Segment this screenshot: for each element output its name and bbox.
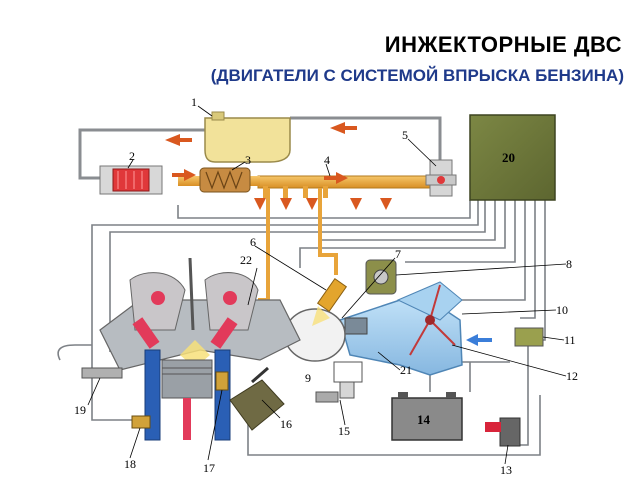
label-7: 7 [395, 247, 401, 261]
diagram-subtitle: (ДВИГАТЕЛИ С СИСТЕМОЙ ВПРЫСКА БЕНЗИНА) [210, 66, 624, 85]
battery [391, 392, 463, 441]
label-18: 18 [124, 457, 136, 471]
ecu-block [469, 114, 556, 201]
label-21: 21 [400, 363, 412, 377]
label-10: 10 [556, 303, 568, 317]
relay [514, 327, 544, 347]
label-13: 13 [500, 463, 512, 477]
fuel-injector [312, 278, 348, 326]
throttle-position-sensor [315, 391, 339, 403]
idle-valve [333, 361, 363, 399]
label-1: 1 [191, 95, 197, 109]
label-4: 4 [324, 153, 330, 167]
fuel-tank [204, 111, 291, 163]
label-14: 14 [417, 412, 431, 427]
label-5: 5 [402, 128, 408, 142]
label-15: 15 [338, 424, 350, 438]
oxygen-sensor [81, 367, 123, 379]
label-9: 9 [305, 371, 311, 385]
label-8: 8 [566, 257, 572, 271]
label-11: 11 [564, 333, 576, 347]
label-3: 3 [245, 153, 251, 167]
engine-block [99, 257, 301, 441]
fuel-pump [99, 165, 163, 195]
label-12: 12 [566, 369, 578, 383]
ignition-switch [485, 417, 521, 447]
label-17: 17 [203, 461, 215, 475]
ignition-distributor [229, 366, 285, 431]
fuel-filter [199, 167, 251, 193]
label-2: 2 [129, 149, 135, 163]
fuel-return-line [78, 116, 442, 180]
label-20: 20 [502, 150, 515, 165]
diagram-title: ИНЖЕКТОРНЫЕ ДВС [384, 32, 622, 57]
leader-lines [87, 105, 567, 465]
label-6: 6 [250, 235, 256, 249]
flow-arrows [165, 122, 492, 346]
label-19: 19 [74, 403, 86, 417]
intake-manifold [339, 281, 463, 376]
label-16: 16 [280, 417, 292, 431]
pressure-regulator [425, 159, 457, 197]
air-flow-sensor [365, 259, 397, 295]
coolant-temp-sensor [215, 371, 229, 391]
knock-sensor [131, 415, 151, 429]
label-22: 22 [240, 253, 252, 267]
